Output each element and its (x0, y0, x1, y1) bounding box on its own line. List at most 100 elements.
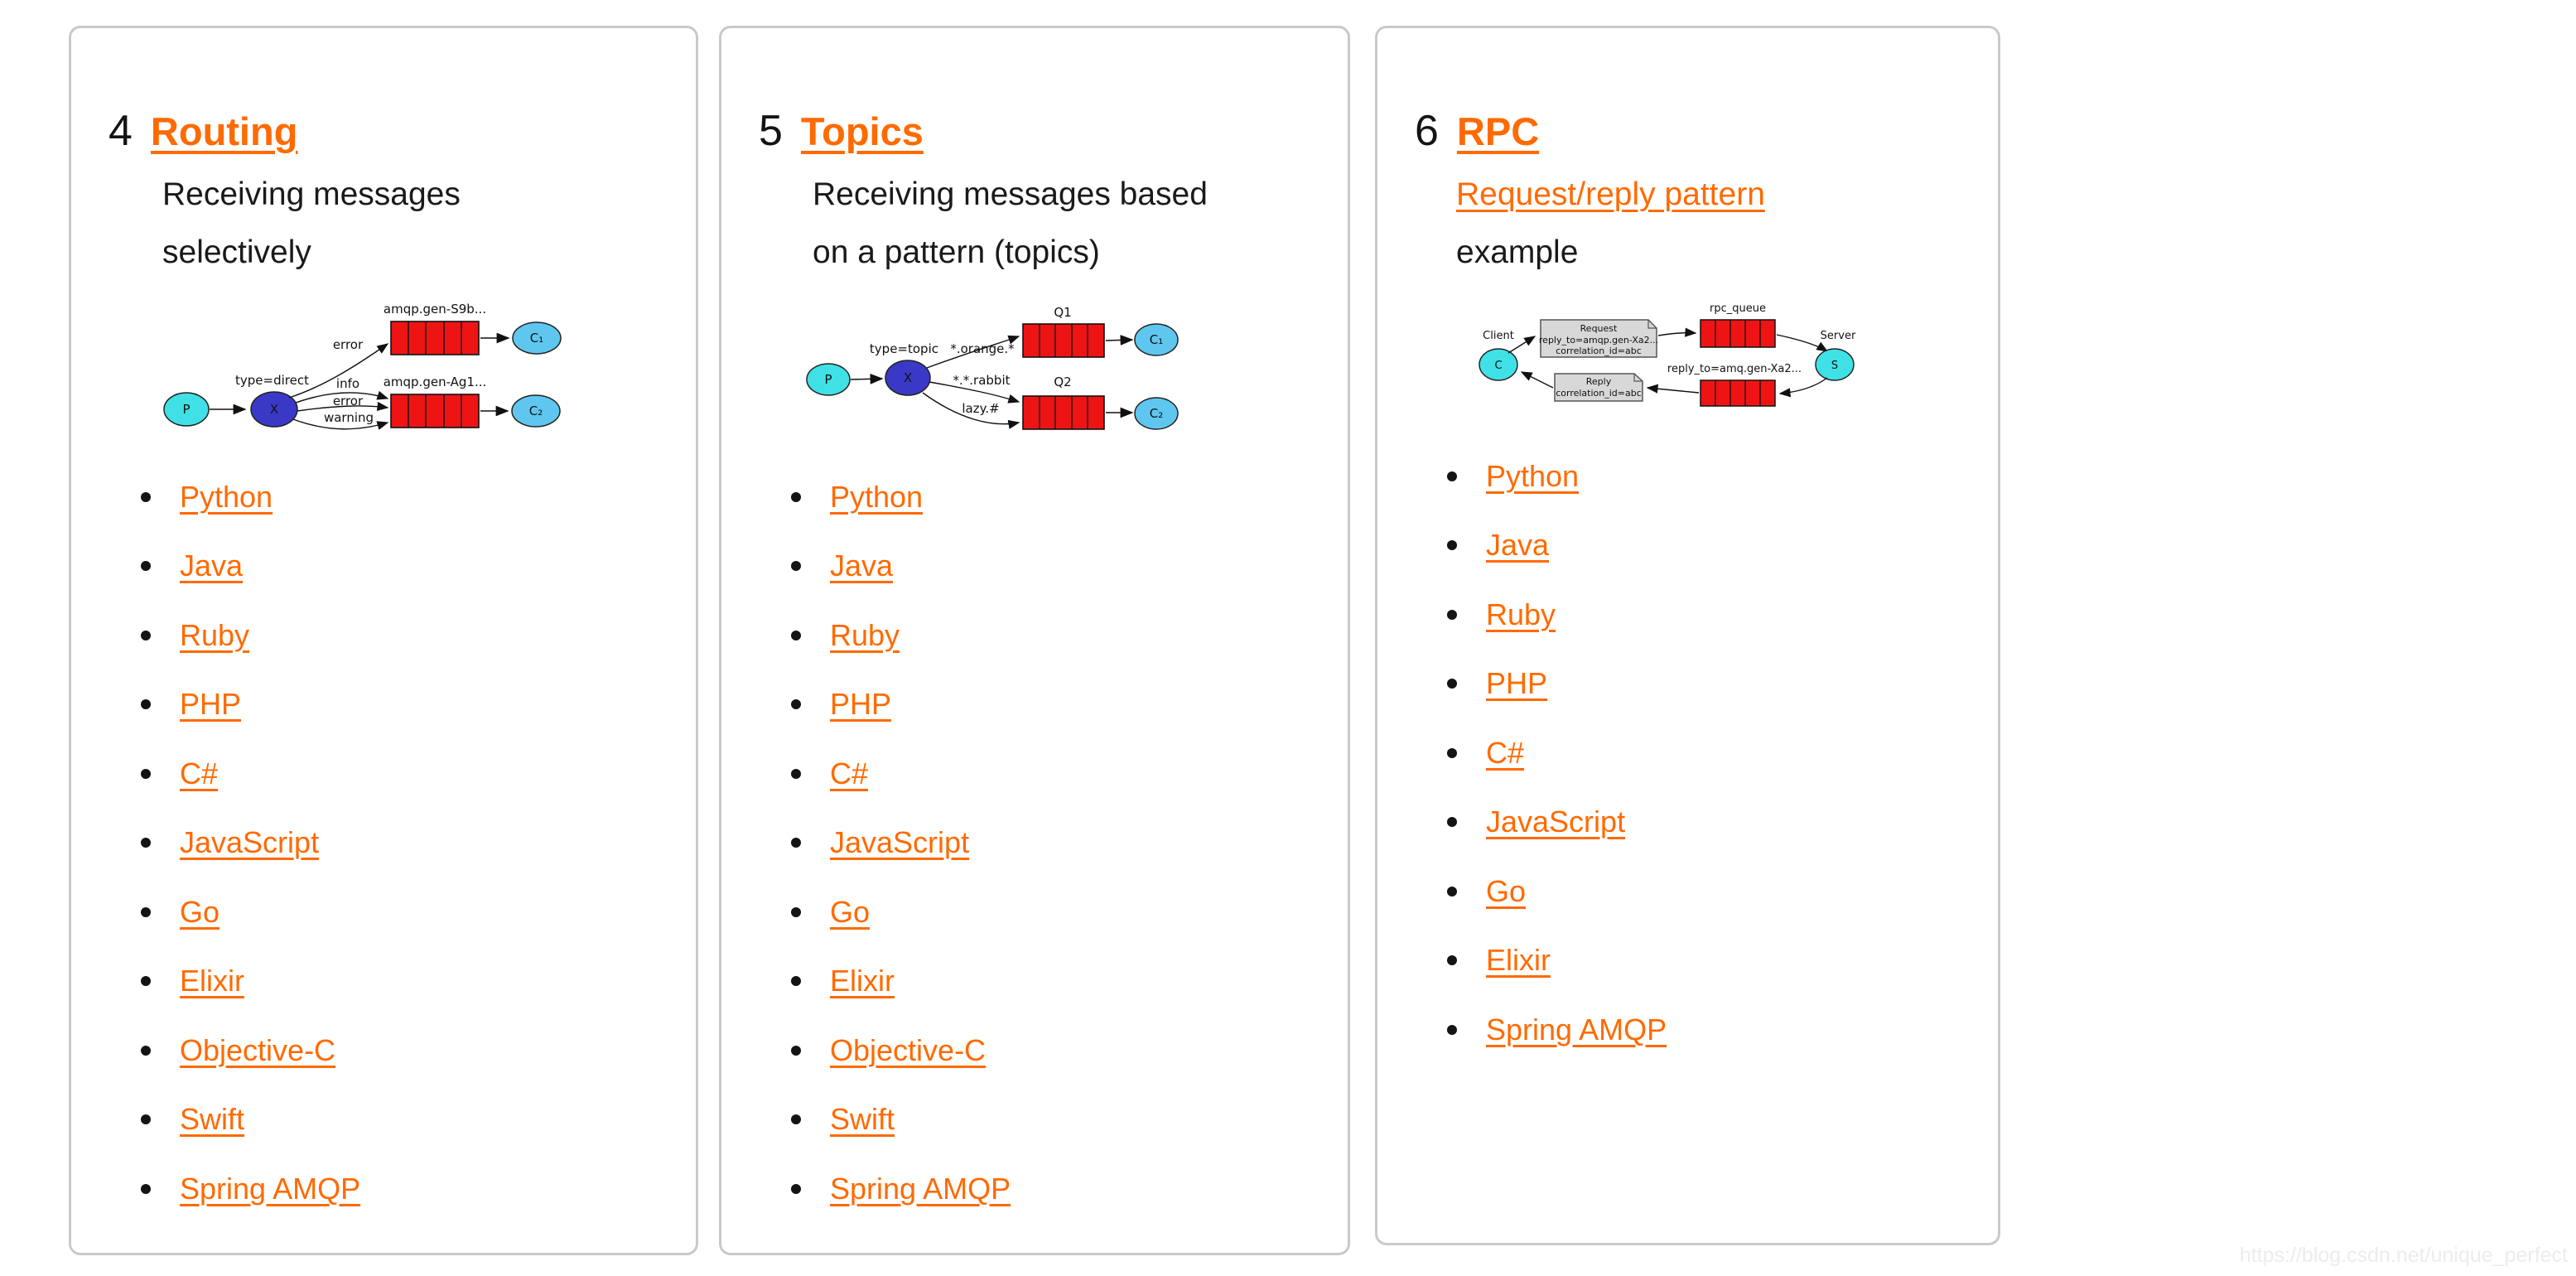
binding-label: *.*.rabbit (953, 373, 1011, 388)
request-reply-pattern-link[interactable]: Request/reply pattern (1456, 176, 1765, 212)
tutorial-description: Receiving messages based on a pattern (t… (813, 166, 1208, 282)
consumer-node (511, 394, 561, 428)
language-link[interactable]: Ruby (1486, 597, 1556, 631)
language-link[interactable]: Elixir (1486, 943, 1551, 978)
language-link[interactable]: Java (1486, 528, 1550, 563)
tutorial-title-link[interactable]: Routing (150, 109, 298, 153)
language-link[interactable]: Objective-C (180, 1032, 336, 1067)
binding-arrow-orange (926, 335, 1020, 369)
language-item: Ruby (1447, 580, 1667, 650)
arrow-queue-consumer (1105, 335, 1134, 346)
language-item: Swift (791, 1085, 1011, 1155)
language-link[interactable]: Go (830, 894, 871, 929)
language-link[interactable]: Go (180, 894, 220, 929)
language-link[interactable]: PHP (830, 687, 892, 722)
server-node (1815, 348, 1855, 381)
language-link[interactable]: Elixir (830, 964, 895, 998)
queue (1022, 323, 1105, 358)
topics-diagram: P X type=topic *.orange.* Q1 C₁ *.*.rabb… (806, 305, 1179, 430)
language-item: Go (1447, 857, 1667, 926)
request-reply-to: reply_to=amqp.gen-Xa2... (1539, 335, 1658, 346)
tutorial-description: Receiving messages selectively (162, 166, 461, 282)
card-heading: 5 Topics (759, 106, 924, 156)
language-link[interactable]: Java (830, 549, 894, 583)
reply-to-label: reply_to=amq.gen-Xa2... (1667, 363, 1802, 375)
binding-arrow-lazy (922, 392, 1020, 429)
language-link[interactable]: JavaScript (830, 825, 970, 860)
language-link[interactable]: C# (180, 756, 219, 790)
routing-diagram: P X type=direct error amqp.gen-S9b... C₁… (163, 302, 562, 430)
consumer-label: C₁ (1150, 332, 1164, 347)
arrow-request-queue (1657, 327, 1697, 337)
server-node-label: S (1831, 360, 1838, 372)
queue-name-label: amqp.gen-Ag1... (384, 375, 487, 389)
binding-label: error (333, 337, 364, 352)
language-item: JavaScript (791, 809, 1011, 878)
consumer-node (512, 321, 562, 355)
language-item: Elixir (1447, 926, 1667, 996)
language-link[interactable]: Go (1486, 873, 1527, 908)
binding-label: *.orange.* (950, 341, 1015, 356)
language-link[interactable]: Spring AMQP (830, 1171, 1011, 1206)
queue (390, 321, 480, 355)
language-item: Spring AMQP (141, 1154, 360, 1224)
exchange-label: X (270, 402, 278, 417)
exchange-type-label: type=direct (235, 373, 309, 388)
language-item: PHP (1447, 650, 1667, 719)
arrow-queue-reply (1646, 384, 1700, 394)
description-line: on a pattern (topics) (813, 234, 1100, 270)
language-item: Go (141, 877, 360, 947)
language-item: Elixir (791, 947, 1011, 1017)
language-item: C# (1447, 718, 1667, 788)
language-item: Java (141, 532, 360, 602)
language-item: Python (791, 462, 1011, 532)
language-link[interactable]: C# (830, 756, 869, 790)
language-link[interactable]: Ruby (180, 617, 250, 652)
language-link[interactable]: C# (1486, 735, 1525, 770)
description-line: selectively (162, 234, 311, 270)
queue (1700, 379, 1776, 407)
binding-label: info (336, 376, 359, 391)
tutorial-title-link[interactable]: RPC (1456, 109, 1540, 153)
language-item: Java (791, 532, 1011, 602)
language-item: Python (141, 462, 360, 532)
language-link[interactable]: Python (1486, 458, 1580, 493)
queue-name-label: Q2 (1054, 375, 1071, 389)
queue (390, 394, 480, 428)
arrow-queue-server (1776, 334, 1829, 352)
producer-label: P (182, 402, 190, 417)
binding-arrow-info (295, 390, 389, 404)
language-item: Ruby (791, 601, 1011, 670)
language-link[interactable]: Elixir (180, 964, 244, 998)
client-label: Client (1483, 330, 1514, 342)
language-link[interactable]: Java (180, 549, 244, 583)
language-item: Spring AMQP (791, 1154, 1011, 1224)
language-link[interactable]: PHP (1486, 666, 1548, 701)
language-link[interactable]: Swift (830, 1102, 895, 1137)
tutorial-title-link[interactable]: Topics (800, 109, 924, 153)
language-link[interactable]: Ruby (830, 617, 900, 652)
language-link[interactable]: Swift (180, 1102, 245, 1137)
language-link[interactable]: JavaScript (180, 825, 320, 860)
language-item: JavaScript (141, 809, 360, 878)
language-link[interactable]: Spring AMQP (1486, 1012, 1667, 1046)
language-link[interactable]: Python (180, 479, 273, 514)
language-link[interactable]: Spring AMQP (180, 1171, 361, 1206)
binding-label: warning (324, 410, 374, 425)
tutorial-number: 5 (759, 106, 783, 155)
language-link[interactable]: Python (830, 479, 924, 514)
description-line: Receiving messages (162, 176, 461, 212)
consumer-node (1134, 323, 1179, 356)
binding-label: lazy.# (962, 401, 999, 416)
queue (1700, 319, 1776, 348)
watermark: https://blog.csdn.net/unique_perfect (2239, 1244, 2568, 1267)
language-link[interactable]: JavaScript (1486, 805, 1626, 839)
binding-arrow-error (297, 401, 389, 412)
language-link[interactable]: PHP (180, 687, 242, 722)
reply-message-box: Reply correlation_id=abc (1554, 373, 1643, 402)
language-link[interactable]: Objective-C (830, 1032, 987, 1067)
binding-arrow-warning (292, 418, 389, 430)
